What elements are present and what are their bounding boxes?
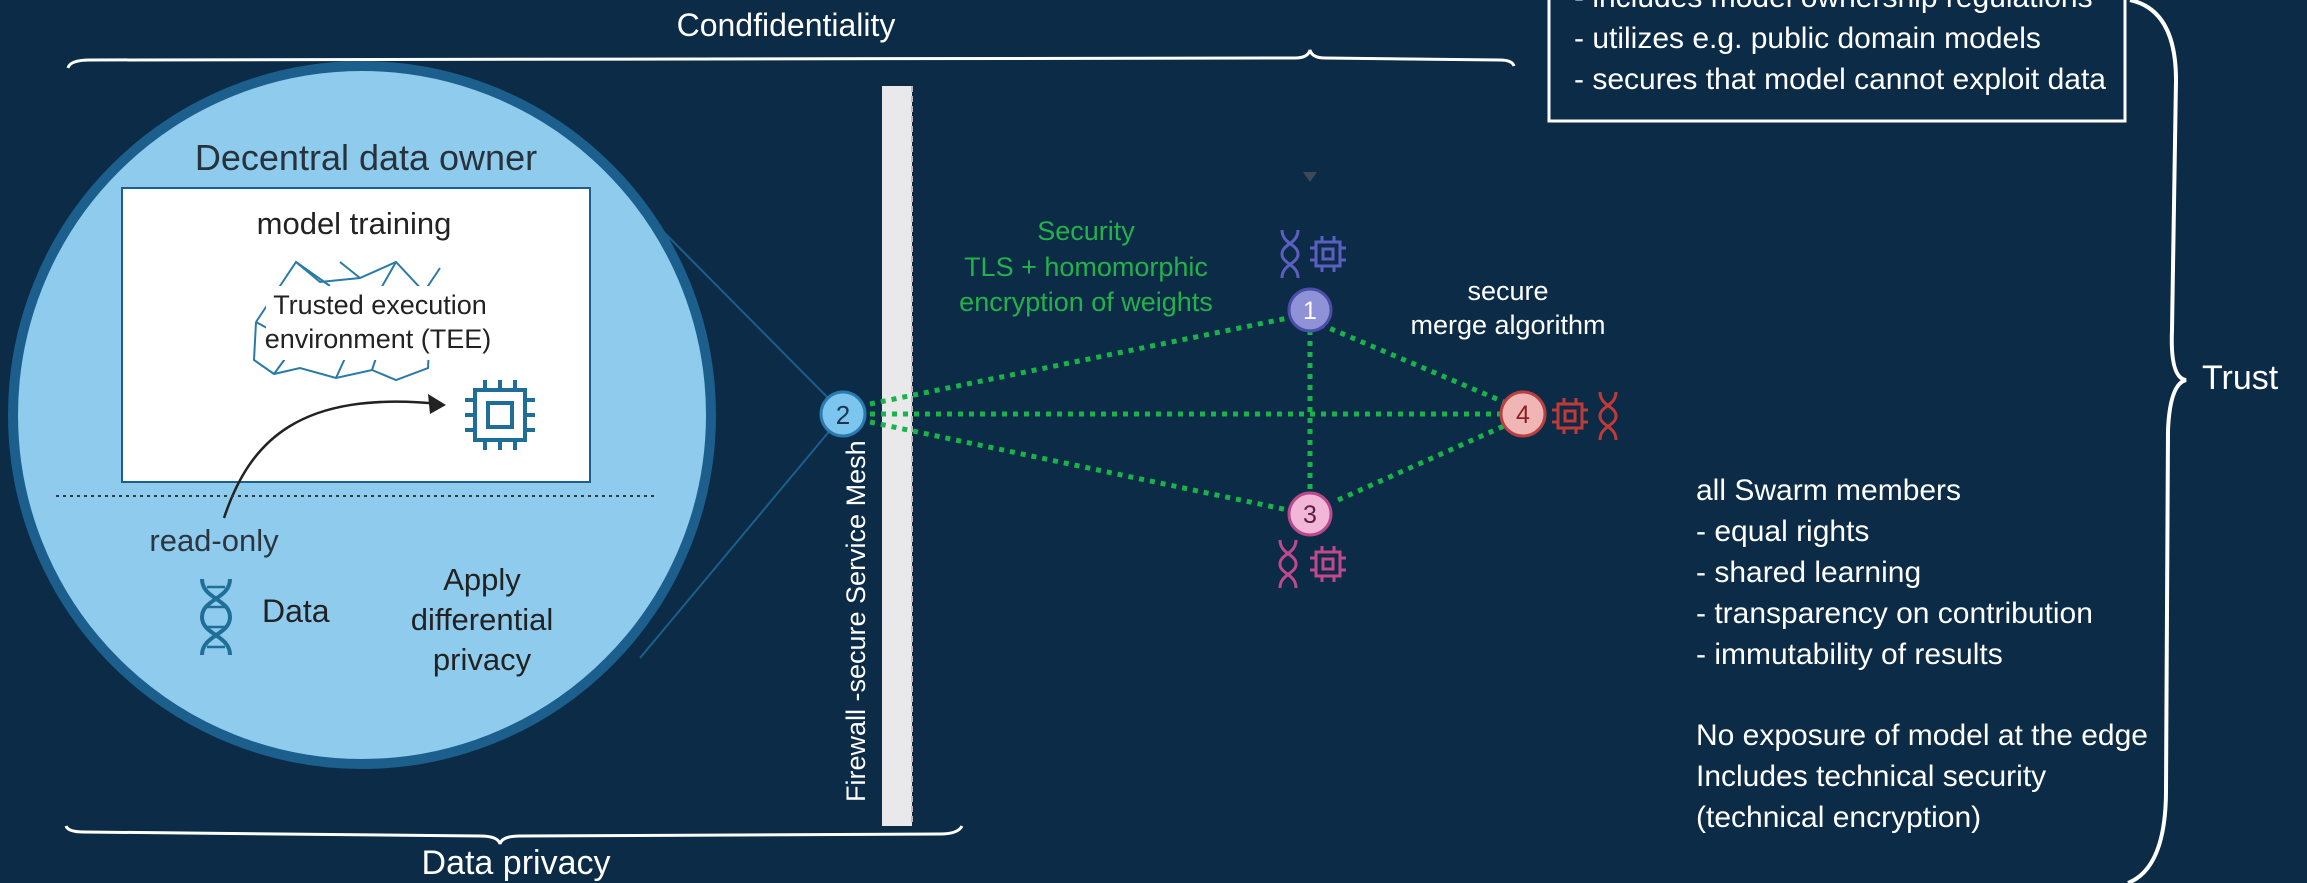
firewall-bar xyxy=(882,86,913,826)
dp-line-3: privacy xyxy=(433,642,532,677)
tee-line-1: Trusted execution xyxy=(273,290,487,320)
exposure-line-2: Includes technical security xyxy=(1696,760,2046,793)
node1-marker xyxy=(1303,172,1317,182)
confidentiality-label: Condfidentiality xyxy=(677,7,896,43)
security-line-2: TLS + homomorphic xyxy=(964,252,1208,282)
read-only-arrow xyxy=(222,400,441,519)
ownership-line-1: - includes model ownership regulations xyxy=(1574,0,2093,14)
swarm-line-1: all Swarm members xyxy=(1696,474,1961,507)
ownership-line-3: - secures that model cannot exploit data xyxy=(1574,63,2106,96)
trust-brace xyxy=(2127,0,2187,883)
data-owner-circle: Decentral data owner model training Trus… xyxy=(8,61,716,769)
zoom-line-bottom xyxy=(639,415,843,659)
tee-line-2: environment (TEE) xyxy=(265,324,492,354)
exposure-line-3: (technical encryption) xyxy=(1696,801,1981,834)
mesh-connections xyxy=(869,315,1506,513)
node-4: 4 xyxy=(1499,390,1547,438)
node-2-label: 2 xyxy=(836,400,850,430)
node1-chip-icon xyxy=(1310,236,1346,272)
swarm-members-text: all Swarm members - equal rights - share… xyxy=(1696,474,2148,834)
dp-line-2: differential xyxy=(411,602,553,637)
node4-dna-icon xyxy=(1598,391,1618,441)
read-only-label: read-only xyxy=(149,523,279,558)
swarm-line-3: - shared learning xyxy=(1696,556,1921,589)
node4-chip-icon xyxy=(1552,398,1588,434)
security-line-1: Security xyxy=(1037,216,1135,246)
node-3: 3 xyxy=(1287,491,1333,537)
merge-line-1: secure xyxy=(1467,276,1548,306)
data-label: Data xyxy=(262,593,330,629)
node-4-label: 4 xyxy=(1516,401,1530,429)
node-2: 2 xyxy=(819,390,867,438)
swarm-line-4: - transparency on contribution xyxy=(1696,597,2093,630)
dna-icon xyxy=(199,578,233,656)
swarm-line-2: - equal rights xyxy=(1696,515,1869,548)
dp-line-1: Apply xyxy=(443,562,521,597)
node-1-label: 1 xyxy=(1303,297,1317,325)
firewall-label: Firewall -secure Service Mesh xyxy=(841,440,871,802)
data-owner-title: Decentral data owner xyxy=(195,137,537,178)
exposure-line-1: No exposure of model at the edge xyxy=(1696,719,2148,752)
model-training-title: model training xyxy=(257,206,452,241)
node3-chip-icon xyxy=(1310,546,1346,582)
data-privacy-label: Data privacy xyxy=(422,844,611,882)
data-privacy-brace xyxy=(64,825,964,845)
ownership-box: - includes model ownership regulations -… xyxy=(1547,0,2127,123)
merge-line-2: merge algorithm xyxy=(1410,310,1605,340)
security-line-3: encryption of weights xyxy=(959,287,1213,317)
node-1: 1 xyxy=(1287,287,1333,333)
arrow-head xyxy=(428,394,446,414)
ownership-line-2: - utilizes e.g. public domain models xyxy=(1574,22,2041,55)
swarm-line-5: - immutability of results xyxy=(1696,638,2003,671)
chip-icon xyxy=(465,380,535,450)
node-3-label: 3 xyxy=(1303,501,1317,529)
trust-label: Trust xyxy=(2202,359,2279,397)
node3-dna-icon xyxy=(1278,539,1298,589)
confidentiality-brace xyxy=(66,49,1516,69)
node1-dna-icon xyxy=(1280,229,1300,279)
